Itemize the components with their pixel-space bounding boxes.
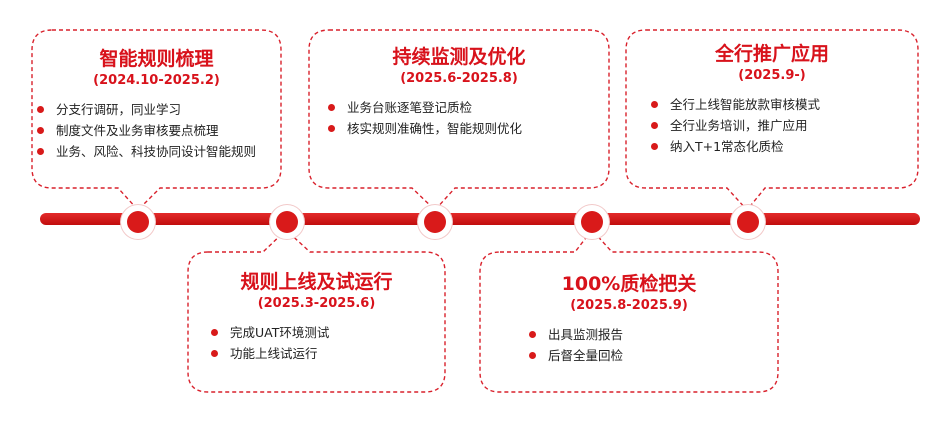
stage-card-4: 100%质检把关 (2025.8-2025.9) 出具监测报告 后督全量回检 [480, 272, 778, 366]
timeline-node-4 [575, 205, 609, 239]
stage-card-3: 持续监测及优化 (2025.6-2025.8) 业务台账逐笔登记质检 核实规则准… [309, 45, 609, 139]
stage-item: 分支行调研，同业学习 [32, 99, 281, 120]
stage-card-5: 全行推广应用 (2025.9-) 全行上线智能放款审核模式 全行业务培训，推广应… [626, 42, 918, 157]
callout-frame-4 [479, 228, 779, 393]
stage-item: 全行上线智能放款审核模式 [646, 94, 918, 115]
stage-title: 规则上线及试运行 [240, 271, 393, 293]
stage-period: (2025.9-) [738, 68, 806, 83]
stage-item: 业务台账逐笔登记质检 [323, 97, 609, 118]
stage-items: 分支行调研，同业学习 制度文件及业务审核要点梳理 业务、风险、科技协同设计智能规… [32, 99, 281, 162]
stage-item: 全行业务培训，推广应用 [646, 115, 918, 136]
stage-card-2: 规则上线及试运行 (2025.3-2025.6) 完成UAT环境测试 功能上线试… [188, 270, 445, 364]
stage-period: (2024.10-2025.2) [93, 73, 220, 88]
stage-period: (2025.3-2025.6) [257, 296, 376, 311]
stage-item: 出具监测报告 [524, 324, 778, 345]
stage-title: 100%质检把关 [561, 273, 697, 295]
stage-item: 完成UAT环境测试 [206, 322, 445, 343]
stage-item: 核实规则准确性，智能规则优化 [323, 118, 609, 139]
stage-item: 后督全量回检 [524, 345, 778, 366]
timeline-node-2 [270, 205, 304, 239]
timeline-node-3 [418, 205, 452, 239]
stage-items: 全行上线智能放款审核模式 全行业务培训，推广应用 纳入T+1常态化质检 [646, 94, 918, 157]
stage-items: 完成UAT环境测试 功能上线试运行 [206, 322, 445, 364]
stage-title: 持续监测及优化 [392, 46, 526, 68]
stage-title: 全行推广应用 [714, 43, 829, 65]
stage-item: 业务、风险、科技协同设计智能规则 [32, 141, 281, 162]
timeline-node-5 [731, 205, 765, 239]
callout-frame-3 [308, 29, 610, 212]
callout-frame-2 [187, 229, 446, 393]
stage-item: 功能上线试运行 [206, 343, 445, 364]
timeline-node-1 [121, 205, 155, 239]
timeline-bar [40, 213, 920, 225]
callout-frame-5 [625, 29, 919, 212]
stage-title: 智能规则梳理 [99, 48, 214, 70]
stage-item: 制度文件及业务审核要点梳理 [32, 120, 281, 141]
callout-frame-1 [31, 29, 282, 212]
stage-item: 纳入T+1常态化质检 [646, 136, 918, 157]
stage-items: 出具监测报告 后督全量回检 [524, 324, 778, 366]
stage-card-1: 智能规则梳理 (2024.10-2025.2) 分支行调研，同业学习 制度文件及… [32, 47, 281, 162]
stage-items: 业务台账逐笔登记质检 核实规则准确性，智能规则优化 [323, 97, 609, 139]
stage-period: (2025.8-2025.9) [570, 298, 688, 313]
stage-period: (2025.6-2025.8) [400, 71, 518, 86]
